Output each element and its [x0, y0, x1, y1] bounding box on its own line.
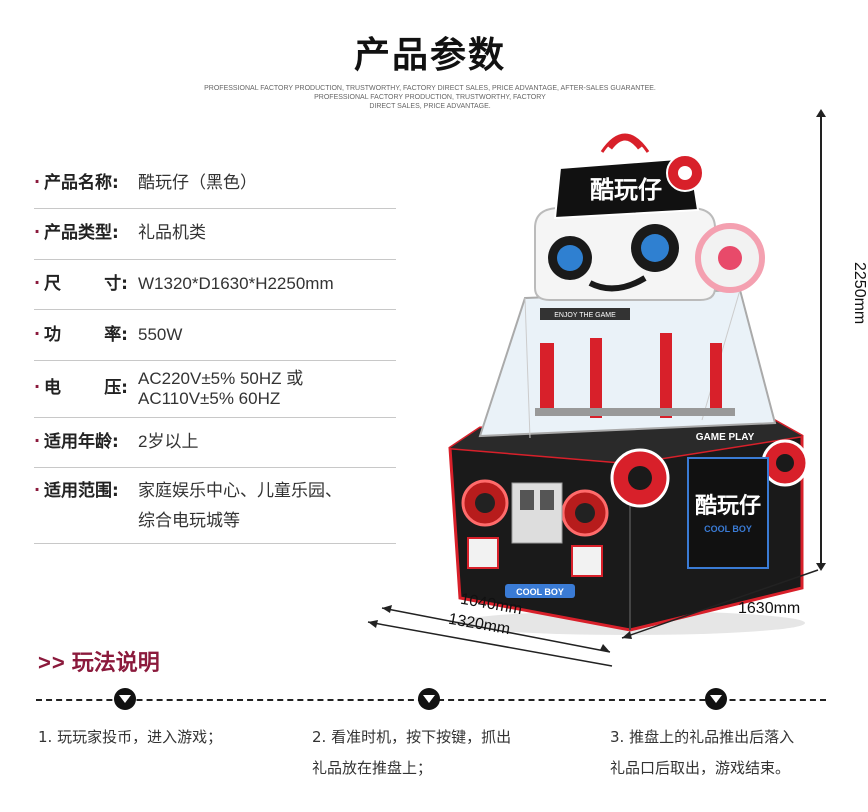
gameplay-title: >>玩法说明 [38, 650, 160, 676]
step-marker-icon [418, 688, 440, 710]
spec-list: · 产品名称: 酷玩仔（黑色） · 产品类型: 礼品机类 · 尺寸: W1320… [34, 160, 396, 544]
spec-value: 酷玩仔（黑色） [138, 173, 257, 192]
coolboy-plate: COOL BOY [516, 587, 564, 597]
step-2: 2. 看准时机，按下按键，抓出 礼品放在推盘上； [312, 728, 512, 777]
cabinet-logo: 酷玩仔 [695, 493, 761, 519]
spec-value: W1320*D1630*H2250mm [138, 274, 334, 293]
spec-row-type: · 产品类型: 礼品机类 [34, 209, 396, 260]
page-subtitle: PROFESSIONAL FACTORY PRODUCTION, TRUSTWO… [204, 85, 656, 110]
step-marker-icon [705, 688, 727, 710]
bullet: · [34, 172, 41, 191]
bullet: · [34, 324, 41, 343]
spec-label: 功率: [44, 325, 128, 345]
spec-label: 适用范围: [44, 481, 119, 501]
spec-value: 2岁以上 [138, 432, 199, 451]
spec-row-power: · 功率: 550W [34, 310, 396, 361]
bullet: · [34, 377, 41, 396]
double-chevron-icon: >> [38, 650, 66, 675]
width-dimension-lines [367, 569, 819, 667]
spec-row-name: · 产品名称: 酷玩仔（黑色） [34, 160, 396, 209]
spec-label: 电压: [44, 378, 128, 398]
spec-value: AC220V±5% 50HZ 或 AC110V±5% 60HZ [138, 369, 304, 408]
bullet: · [34, 222, 41, 241]
spec-row-size: · 尺寸: W1320*D1630*H2250mm [34, 260, 396, 310]
arcade-machine-image: 酷玩仔 COOL BOY GAME PLAY COOL BOY ENJOY TH… [448, 133, 809, 635]
bullet: · [34, 480, 41, 499]
top-logo: 酷玩仔 [590, 176, 662, 204]
bullet: · [34, 273, 41, 292]
step-1: 1. 玩玩家投币，进入游戏； [38, 728, 223, 746]
height-dimension-label: 2250mm [851, 262, 868, 325]
step-marker-icon [114, 688, 136, 710]
enjoy-banner: ENJOY THE GAME [554, 312, 616, 319]
cabinet-logo-sub: COOL BOY [704, 524, 752, 534]
spec-row-age: · 适用年龄: 2岁以上 [34, 418, 396, 468]
page-title: 产品参数 [353, 35, 506, 76]
spec-label: 产品名称: [44, 173, 119, 193]
spec-row-scope: · 适用范围: 家庭娱乐中心、儿童乐园、 综合电玩城等 [34, 468, 396, 544]
spec-row-voltage: · 电压: AC220V±5% 50HZ 或 AC110V±5% 60HZ [34, 361, 396, 418]
step-3: 3. 推盘上的礼品推出后落入 礼品口后取出，游戏结束。 [610, 728, 795, 777]
spec-value: 家庭娱乐中心、儿童乐园、 综合电玩城等 [138, 481, 342, 530]
spec-label: 产品类型: [44, 223, 119, 243]
spec-value: 礼品机类 [138, 223, 206, 242]
spec-label: 尺寸: [44, 274, 128, 294]
depth-dimension-label: 1630mm [738, 600, 801, 617]
game-play-label: GAME PLAY [696, 432, 755, 443]
bullet: · [34, 431, 41, 450]
spec-value: 550W [138, 325, 183, 344]
spec-label: 适用年龄: [44, 432, 119, 452]
height-dimension-line [816, 109, 826, 571]
